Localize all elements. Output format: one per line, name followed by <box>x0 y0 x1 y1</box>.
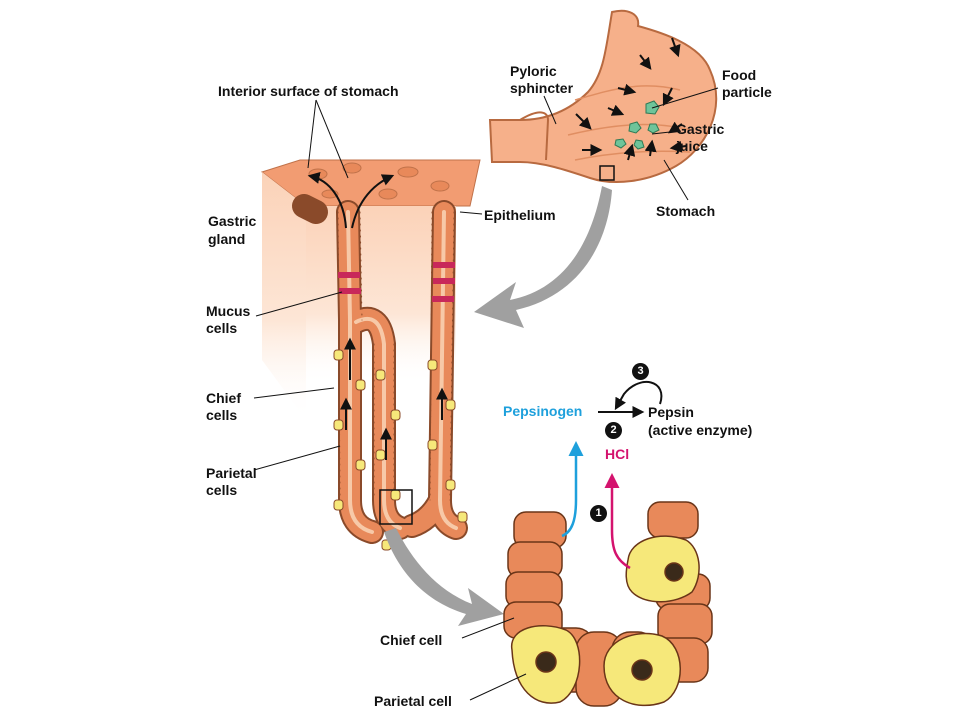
stomach-churning-arrows <box>575 37 687 161</box>
step-1-badge: 1 <box>590 505 607 522</box>
mucosa-side <box>262 172 306 420</box>
parietal-cells <box>333 349 468 551</box>
stomach-label: Stomach <box>656 203 716 219</box>
interior-surface-label: Interior surface of stomach <box>218 83 399 99</box>
gastric-juice-label-line2: juice <box>676 138 708 154</box>
parietal-cells-label-line2: cells <box>206 482 238 498</box>
food-particle-label-line1: Food <box>722 67 757 83</box>
pepsin-label-line2: (active enzyme) <box>648 422 753 438</box>
mucus-cells <box>338 262 455 302</box>
step-2-badge: 2 <box>605 422 622 439</box>
gastric-gland-label-line1: Gastric <box>208 213 257 229</box>
chief-cells-label-line1: Chief <box>206 390 241 406</box>
gland-tubes <box>292 194 468 544</box>
gland-to-cells-callout-arrow <box>384 528 504 626</box>
food-particle-leader <box>651 87 719 109</box>
pepsinogen-label: Pepsinogen <box>503 403 583 419</box>
pepsinogen-secretion-arrow <box>561 441 584 538</box>
pyloric-sphincter-ring <box>519 111 550 161</box>
food-particles <box>614 100 660 150</box>
hcl-secretion-arrow <box>604 473 631 570</box>
mucus-cells-label-line1: Mucus <box>206 303 251 319</box>
chief-cell-label: Chief cell <box>380 632 443 648</box>
gastric-gland-label-line2: gland <box>208 231 246 247</box>
stomach-detail-box <box>599 165 615 181</box>
gastric-juice-label-line1: Gastric <box>676 121 725 137</box>
parietal-cells-label-line1: Parietal <box>206 465 257 481</box>
epithelium-label: Epithelium <box>484 207 556 223</box>
parietal-cell-label: Parietal cell <box>374 693 452 709</box>
cell-leader-lines <box>461 617 527 701</box>
pyloric-leader <box>543 95 557 125</box>
gastric-juice-leader <box>651 131 671 135</box>
hcl-label: HCl <box>605 446 630 462</box>
mucus-cells-label-line2: cells <box>206 320 238 336</box>
parietal-nuclei <box>535 562 684 681</box>
gland-leader-lines <box>253 99 483 471</box>
gland-detail-box <box>379 489 413 525</box>
chief-cells-label-line2: cells <box>206 407 238 423</box>
secretion-flow-arrows <box>307 172 448 460</box>
autocatalysis-arrow <box>614 381 663 411</box>
pyloric-sphincter-label-line1: Pyloric <box>510 63 557 79</box>
step-3-badge: 3 <box>632 363 649 380</box>
stomach-to-gland-callout-arrow <box>474 186 612 328</box>
cell-cluster-detail <box>503 501 713 707</box>
pepsin-label-line1: Pepsin <box>648 404 694 420</box>
stomach-illustration <box>488 9 719 201</box>
food-particle-label-line2: particle <box>722 84 772 100</box>
stomach-leader <box>663 159 689 201</box>
pyloric-sphincter-label-line2: sphincter <box>510 80 574 96</box>
gastric-gland-section <box>260 159 481 551</box>
